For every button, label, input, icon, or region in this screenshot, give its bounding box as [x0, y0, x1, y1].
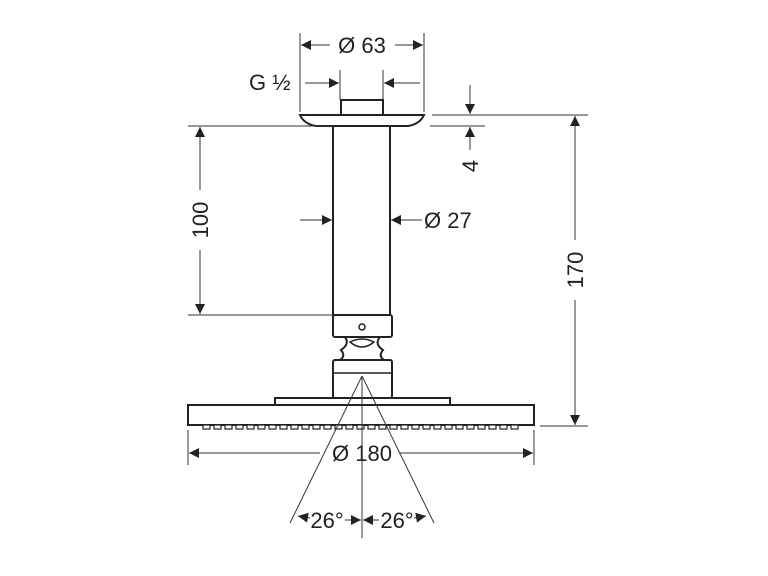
arm-length-label: 100 [188, 202, 213, 239]
nozzle [444, 424, 453, 430]
nozzle [477, 424, 486, 430]
nozzle [499, 424, 508, 430]
total-height-dimension: 170 [540, 116, 588, 427]
nozzle [279, 424, 288, 430]
nozzle [422, 424, 431, 430]
arm-diameter-dimension: Ø 27 [300, 208, 472, 233]
nozzle [257, 424, 266, 430]
flange-height-dimension: 4 [430, 85, 588, 172]
nozzle [356, 424, 365, 430]
thread-label: G ½ [249, 70, 291, 95]
nozzle [400, 424, 409, 430]
nozzle [301, 424, 310, 430]
head-diameter-dimension: Ø 180 [187, 430, 535, 466]
flange-diameter-dimension: Ø 63 [299, 33, 425, 112]
thread-dimension: G ½ [249, 70, 420, 100]
nozzle [488, 424, 497, 430]
nozzle [323, 424, 332, 430]
nozzle [246, 424, 255, 430]
nozzle [213, 424, 222, 430]
nozzle [378, 424, 387, 430]
nozzle [389, 424, 398, 430]
nozzle [235, 424, 244, 430]
flange-diameter-label: Ø 63 [338, 33, 386, 58]
nozzle [466, 424, 475, 430]
nozzle [345, 424, 354, 430]
spray-angle-dimension: 26° 26° [289, 375, 435, 538]
nozzle [455, 424, 464, 430]
spray-angle-left-label: 26° [310, 508, 343, 533]
nozzle [268, 424, 277, 430]
nozzle [224, 424, 233, 430]
shower-arm-part [187, 99, 535, 430]
nozzle [510, 424, 519, 430]
nozzle [433, 424, 442, 430]
nozzle [411, 424, 420, 430]
flange-height-label: 4 [458, 160, 483, 172]
arm-length-dimension: 100 [188, 125, 333, 316]
nozzle [202, 424, 211, 430]
nozzle [367, 424, 376, 430]
nozzles [202, 424, 519, 430]
spray-angle-right-label: 26° [380, 508, 413, 533]
total-height-label: 170 [563, 252, 588, 289]
nozzle [290, 424, 299, 430]
arm-diameter-label: Ø 27 [424, 208, 472, 233]
nozzle [312, 424, 321, 430]
